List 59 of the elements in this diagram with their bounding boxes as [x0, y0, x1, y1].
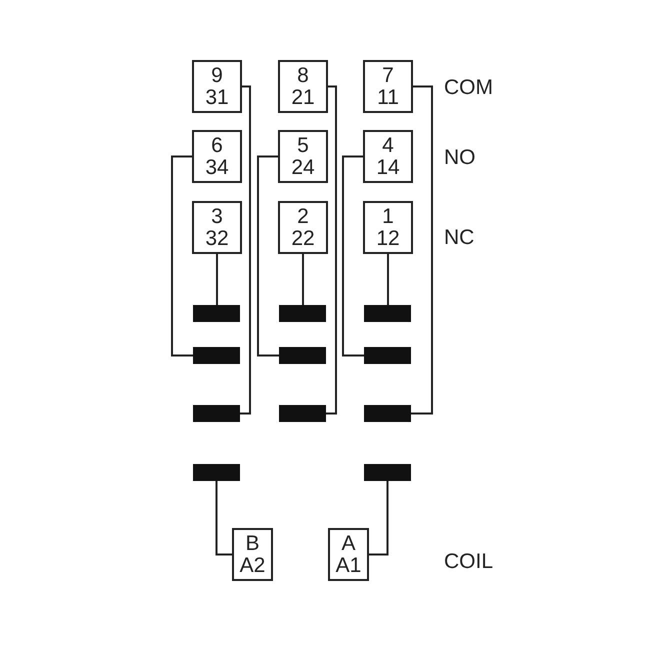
- terminal-number: A2: [240, 554, 266, 576]
- terminal-number: A: [341, 532, 356, 554]
- terminal-box: [192, 60, 242, 113]
- contact-pin: [364, 405, 411, 422]
- wire: [342, 156, 364, 356]
- contact-pin: [364, 464, 411, 481]
- terminal-number: 32: [205, 228, 229, 250]
- wire: [302, 254, 304, 305]
- terminal-number: 9: [211, 64, 223, 86]
- wire: [240, 86, 251, 414]
- wire: [326, 86, 337, 414]
- terminal-box: [192, 130, 242, 183]
- contact-label: NC: [444, 226, 474, 250]
- terminal-number: B: [245, 532, 260, 554]
- wire: [257, 156, 279, 356]
- terminal-box: [363, 60, 413, 113]
- contact-pin: [193, 464, 240, 481]
- contact-label: COM: [444, 76, 493, 100]
- terminal-number: 14: [376, 156, 400, 178]
- terminal-box: [328, 528, 369, 581]
- terminal-box: [363, 201, 413, 254]
- terminal-number: 24: [291, 156, 315, 178]
- terminal-box: [363, 130, 413, 183]
- wire: [216, 481, 232, 556]
- terminal-number: 31: [205, 86, 229, 108]
- terminal-number: A1: [336, 554, 362, 576]
- terminal-number: 21: [291, 86, 315, 108]
- terminal-number: 12: [376, 228, 400, 250]
- contact-pin: [279, 347, 326, 364]
- terminal-number: 8: [297, 64, 309, 86]
- contact-label: COIL: [444, 550, 494, 574]
- wire: [411, 86, 433, 414]
- terminal-number: 34: [205, 156, 229, 178]
- terminal-number: 5: [297, 134, 309, 156]
- terminal-box: [278, 130, 328, 183]
- terminal-number: 6: [211, 134, 223, 156]
- wire: [387, 254, 389, 305]
- contact-pin: [364, 347, 411, 364]
- terminal-number: 2: [297, 206, 309, 228]
- contact-pin: [193, 305, 240, 322]
- wire: [216, 254, 218, 305]
- terminal-number: 4: [382, 134, 394, 156]
- wire: [171, 156, 193, 356]
- contact-pin: [279, 405, 326, 422]
- contact-label: NO: [444, 146, 476, 170]
- wire: [369, 481, 388, 556]
- contact-pin: [279, 305, 326, 322]
- terminal-number: 3: [211, 206, 223, 228]
- contact-pin: [193, 405, 240, 422]
- terminal-box: [278, 60, 328, 113]
- terminal-box: [232, 528, 273, 581]
- terminal-number: 11: [377, 86, 399, 108]
- contact-pin: [193, 347, 240, 364]
- terminal-number: 7: [382, 64, 394, 86]
- terminal-number: 22: [291, 228, 315, 250]
- terminal-number: 1: [382, 206, 394, 228]
- terminal-box: [192, 201, 242, 254]
- contact-pin: [364, 305, 411, 322]
- terminal-box: [278, 201, 328, 254]
